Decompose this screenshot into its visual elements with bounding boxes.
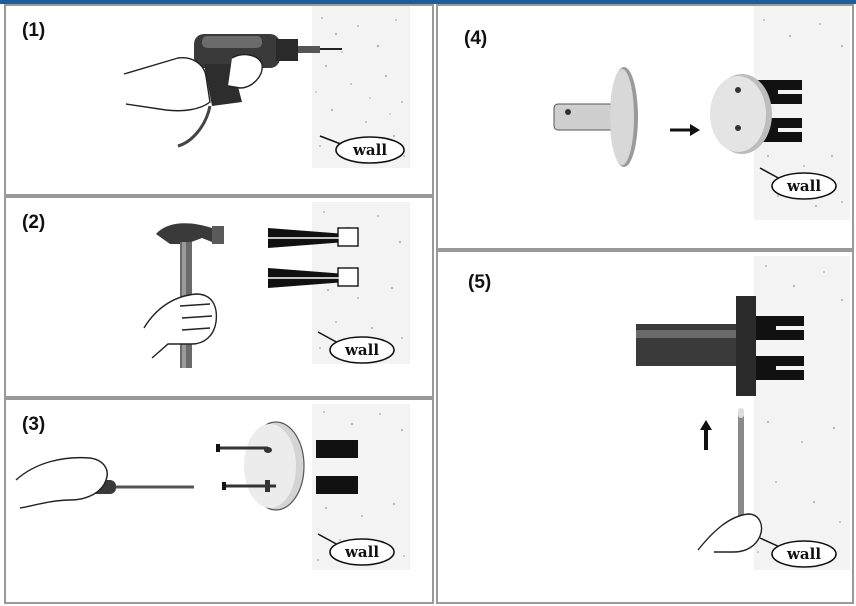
step-4-panel: (4) — [436, 4, 854, 250]
wall-speckle-icon — [763, 19, 844, 208]
drill-illustration: wall — [123, 17, 405, 164]
hook-assembly-illustration: wall — [553, 19, 844, 208]
mounting-plate-icon — [710, 74, 772, 154]
wall-anchor-icon — [756, 316, 804, 380]
hand-icon — [143, 293, 218, 359]
towel-hook-icon — [553, 67, 638, 167]
wall-label-icon — [317, 533, 395, 566]
final-assembly-illustration: wall — [636, 265, 844, 568]
wall-anchor-icon — [268, 227, 359, 288]
step-3-number: (3) — [22, 414, 46, 435]
wall-label: wall — [344, 543, 379, 561]
step-1-number: (1) — [22, 20, 46, 41]
towel-hook-icon — [636, 296, 756, 396]
wall-texture — [754, 256, 850, 570]
wall-label: wall — [786, 545, 821, 563]
wall-label-icon — [317, 331, 395, 364]
wall-label: wall — [344, 341, 379, 359]
step-5-number: (5) — [468, 272, 492, 293]
wall-label: wall — [786, 177, 821, 195]
screw-icon — [216, 444, 276, 490]
wall-label-icon — [759, 537, 837, 568]
wall-speckle-icon — [315, 17, 405, 161]
step-3-panel: (3) — [4, 398, 434, 604]
hand-icon — [697, 513, 763, 553]
wall-label-icon — [759, 167, 837, 200]
mounting-plate-icon — [244, 421, 305, 511]
wall-speckle-icon — [757, 265, 844, 553]
screwdriver-illustration: wall — [15, 411, 405, 566]
allen-key-icon — [720, 408, 744, 535]
step-1-panel: (1) wall — [4, 4, 434, 196]
step-4-number: (4) — [464, 28, 488, 49]
step-2-panel: (2) wall — [4, 196, 434, 398]
arrow-icon — [700, 420, 712, 450]
arrow-icon — [670, 124, 700, 136]
hand-icon — [123, 53, 263, 112]
wall-anchor-icon — [316, 440, 358, 458]
drill-icon — [177, 34, 342, 148]
top-accent-bar — [0, 0, 856, 4]
wall-label: wall — [352, 141, 387, 159]
step-2-number: (2) — [22, 212, 46, 233]
wall-label-icon — [319, 135, 405, 164]
hammer-illustration: wall — [143, 211, 403, 368]
wall-anchor-icon — [316, 476, 358, 494]
hand-icon — [15, 456, 108, 509]
step-5-panel: (5) — [436, 250, 854, 604]
